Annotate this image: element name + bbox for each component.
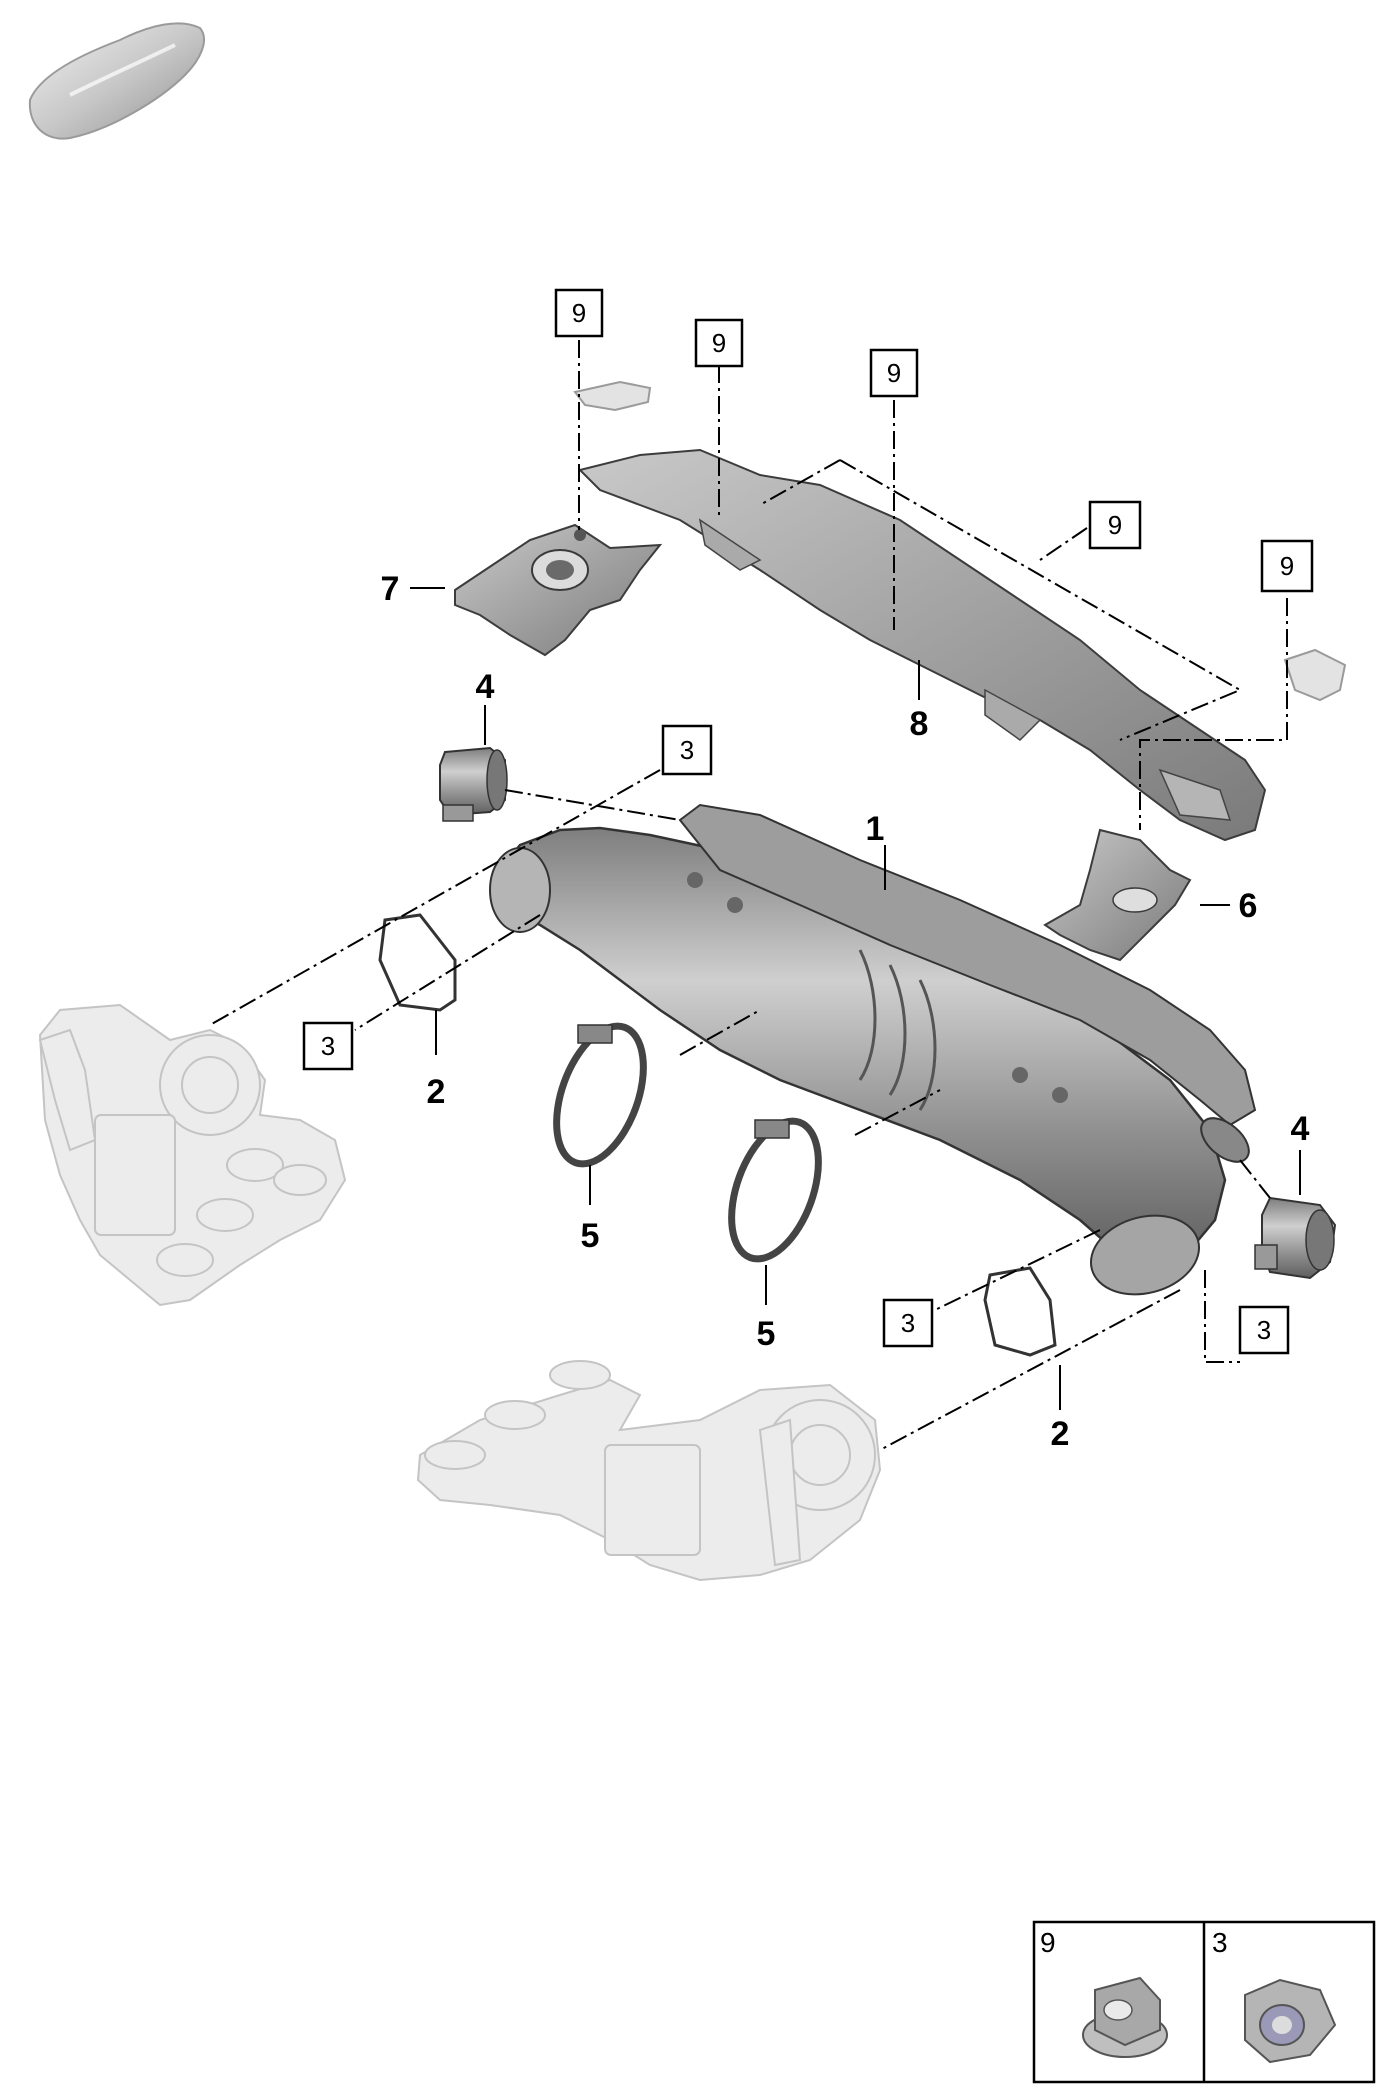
ref-box-3: 3: [882, 1298, 934, 1348]
hex-nut-icon: [1244, 1978, 1337, 2064]
legend-label-3: 3: [1212, 1927, 1228, 1958]
callouts: 1 2 2 4 4 5 5 6 7 8: [381, 570, 1310, 1453]
svg-text:3: 3: [680, 735, 694, 765]
leader-lines: [410, 587, 1301, 1410]
ref-box-9: 9: [869, 348, 919, 398]
turbocharger-right-ghost: [416, 1360, 882, 1582]
callout-8: 8: [910, 705, 929, 743]
sleeve-4-left: [439, 746, 508, 822]
exhaust-catalytic-assembly-1: [489, 803, 1257, 1296]
gasket-2-left: [378, 913, 457, 1012]
car-icon: [28, 22, 205, 140]
ref-box-9: 9: [1260, 539, 1314, 593]
sleeve-4-right: [1254, 1196, 1337, 1280]
gasket-2-right: [983, 1266, 1057, 1357]
bracket-top: [573, 380, 652, 412]
ref-box-9: 9: [1088, 500, 1142, 550]
callout-2: 2: [1051, 1415, 1070, 1453]
svg-text:9: 9: [1280, 551, 1294, 581]
bracket-right: [1283, 648, 1347, 702]
svg-text:3: 3: [321, 1031, 335, 1061]
svg-text:3: 3: [901, 1308, 915, 1338]
callout-5: 5: [581, 1217, 600, 1255]
svg-text:3: 3: [1257, 1315, 1271, 1345]
svg-text:9: 9: [572, 298, 586, 328]
band-clamp-5-left: [553, 1022, 647, 1168]
flange-nut-icon: [1082, 1976, 1168, 2058]
callout-7: 7: [381, 570, 400, 608]
ref-box-9: 9: [554, 288, 604, 338]
heat-shield-8: [578, 448, 1267, 842]
assembly-lines: [209, 340, 1288, 1451]
ref-box-3: 3: [1238, 1305, 1290, 1355]
legend-label-9: 9: [1040, 1927, 1056, 1958]
ref-box-9: 9: [694, 318, 744, 368]
callout-4: 4: [476, 668, 495, 706]
callout-4: 4: [1291, 1110, 1310, 1148]
callout-1: 1: [866, 810, 885, 848]
callout-6: 6: [1239, 887, 1258, 925]
ref-box-3: 3: [661, 724, 713, 776]
callout-2: 2: [427, 1073, 446, 1111]
svg-text:9: 9: [887, 358, 901, 388]
fastener-legend: 9 3: [1032, 1920, 1376, 2084]
heat-shield-7: [454, 523, 663, 657]
ref-box-3: 3: [302, 1021, 354, 1071]
svg-text:9: 9: [712, 328, 726, 358]
boxed-references: 9 9 9 9 9 3 3 3: [302, 288, 1314, 1355]
heat-shield-6: [1043, 828, 1192, 962]
callout-5: 5: [757, 1315, 776, 1353]
turbocharger-left-ghost: [38, 1003, 347, 1307]
band-clamp-5-right: [728, 1117, 822, 1263]
svg-text:9: 9: [1108, 510, 1122, 540]
